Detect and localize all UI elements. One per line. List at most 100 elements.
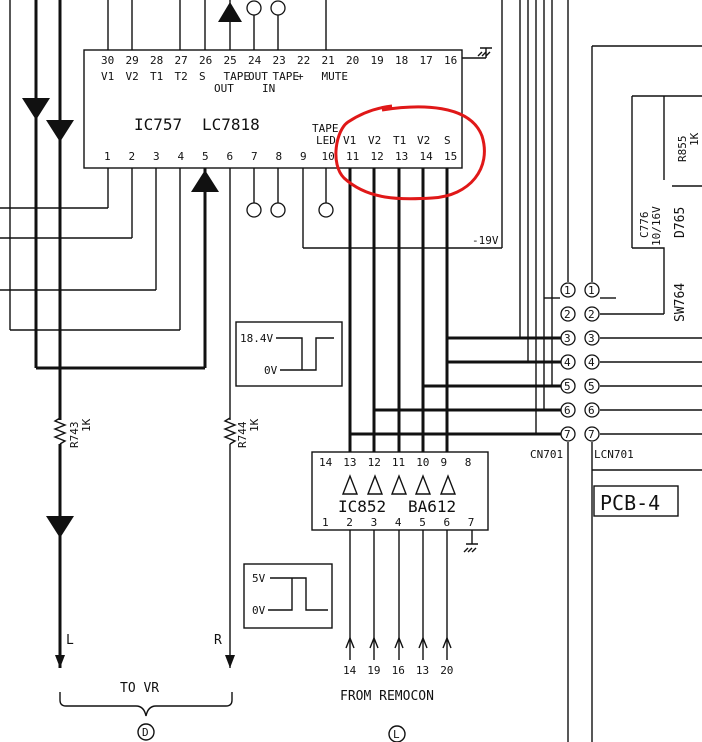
connector-pin-number: 2 <box>564 308 571 321</box>
arrow-up-icon <box>191 170 219 192</box>
ic852-part: BA612 <box>408 497 456 516</box>
ic757-pin-number: 9 <box>300 150 307 163</box>
ic852-pin-number: 8 <box>465 456 472 469</box>
resistor-r743 <box>46 417 74 668</box>
ic852-pin-number: 2 <box>346 516 353 529</box>
waveform-box-2 <box>243 563 333 629</box>
connector-pin-icon <box>584 378 600 394</box>
ic757-s-label: S <box>444 134 451 147</box>
connector-pin-icon <box>560 330 576 346</box>
connector-pin-number: 5 <box>588 380 595 393</box>
remocon-pin-number: 20 <box>440 664 453 677</box>
ic757-pin-number: 25 <box>224 54 237 67</box>
r743-value: 1K <box>80 418 93 432</box>
ic757-pin-number: 5 <box>202 150 209 163</box>
connector-pin-icon <box>584 282 600 298</box>
d765-label: D765 <box>673 207 688 238</box>
ic757-pin-number: 1 <box>104 150 111 163</box>
connector-pin-number: 1 <box>588 284 595 297</box>
sw764-label: SW764 <box>673 283 688 322</box>
ic852-buffers <box>341 474 457 495</box>
ic757-pin-number: 19 <box>371 54 384 67</box>
connector-pin-icon <box>584 354 600 370</box>
ic852-pin-number: 3 <box>371 516 378 529</box>
connector-pin-number: 3 <box>588 332 595 345</box>
resistor-r744 <box>223 417 237 668</box>
ic757-pin-number: 13 <box>395 150 408 163</box>
ic757-top-wires <box>107 0 492 59</box>
test-point-icon <box>318 202 334 218</box>
connector-pin-icon <box>584 330 600 346</box>
ic852-ref: IC852 <box>338 497 386 516</box>
ic757-pin-number: 12 <box>371 150 384 163</box>
cn701-label: CN701 <box>530 448 563 461</box>
r744-label: R744 <box>236 421 249 448</box>
ic757-pin-number: 17 <box>420 54 433 67</box>
connector-pin-number: 6 <box>564 404 571 417</box>
ic852-pin-number: 5 <box>419 516 426 529</box>
connector-wires <box>544 0 702 742</box>
ic757-pin-number: 30 <box>101 54 114 67</box>
ic852-pin-number: 13 <box>343 456 356 469</box>
ic757-t1-label: T1 <box>393 134 406 147</box>
ic757-tape-label: TAPE <box>312 122 339 135</box>
lcn701-label: LCN701 <box>594 448 634 461</box>
connector-pin-number: 2 <box>588 308 595 321</box>
ic757-pin-number: 4 <box>178 150 185 163</box>
ic757-pin-number: 29 <box>126 54 139 67</box>
ic852-pin-number: 9 <box>441 456 448 469</box>
ic757-pin-number: 27 <box>175 54 188 67</box>
connector-d-label: D <box>142 726 149 739</box>
wave2-low: 0V <box>252 604 266 617</box>
ic757-in-label: IN <box>262 82 275 95</box>
test-point-icon <box>270 0 286 16</box>
to-vr-brace <box>59 692 233 717</box>
remocon-wires <box>345 530 452 660</box>
ic757-pin-number: 18 <box>395 54 408 67</box>
r743-label: R743 <box>68 422 81 449</box>
arrow-up-icon <box>218 2 242 22</box>
ic757-pin-label: T1 <box>150 70 163 83</box>
remocon-pin-number: 16 <box>392 664 405 677</box>
connector-pin-icon <box>560 402 576 418</box>
bus-wires <box>348 0 570 452</box>
ic757-pin-number: 7 <box>251 150 258 163</box>
arrow-down-icon <box>46 516 74 538</box>
ic757-pin-label: MUTE <box>322 70 349 83</box>
c776-value: 10/16V <box>650 206 663 246</box>
test-point-icon <box>246 0 262 16</box>
neg19v-label: -19V <box>472 234 499 247</box>
ic757-pin-number: 24 <box>248 54 262 67</box>
pcb4-outline <box>591 45 702 471</box>
connector-pin-icon <box>584 306 600 322</box>
ic852-body <box>311 451 489 531</box>
connector-l-icon <box>388 725 406 742</box>
connector-pin-number: 3 <box>564 332 571 345</box>
ic757-pin-number: 11 <box>346 150 359 163</box>
ic852-pin-number: 1 <box>322 516 329 529</box>
r855-label: R855 <box>676 136 689 163</box>
ic852-pin-number: 11 <box>392 456 405 469</box>
connector-pin-number: 5 <box>564 380 571 393</box>
ic757-pin-label: V2 <box>126 70 139 83</box>
to-vr-label: TO VR <box>120 681 159 696</box>
connector-pin-number: 6 <box>588 404 595 417</box>
connector-d-icon <box>137 723 155 741</box>
ic757-pin-number: 10 <box>322 150 335 163</box>
connector-pin-icon <box>560 282 576 298</box>
ic757-pin-number: 22 <box>297 54 310 67</box>
ic757-pin-number: 2 <box>129 150 136 163</box>
waveform-trace-2 <box>268 577 328 611</box>
ic757-pin-number: 23 <box>273 54 286 67</box>
pcb4-label: PCB-4 <box>600 491 660 515</box>
r744-value: 1K <box>248 418 261 432</box>
ic757-pin-number: 21 <box>322 54 335 67</box>
ic757-pin-number: 28 <box>150 54 163 67</box>
